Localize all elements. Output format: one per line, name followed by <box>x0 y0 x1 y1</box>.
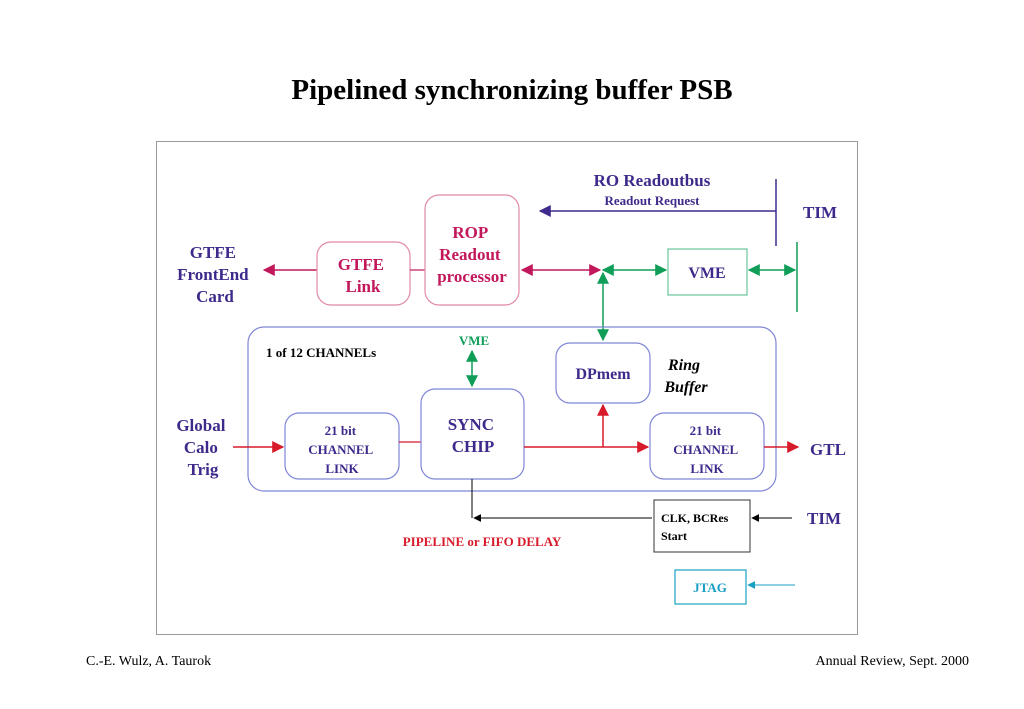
clk-line-1: CLK, BCRes <box>661 511 729 525</box>
gtfe-card-line-2: FrontEnd <box>177 265 249 284</box>
rop-box <box>424 194 520 306</box>
channels-label: 1 of 12 CHANNELs <box>266 345 376 360</box>
input-channel-link-box <box>284 412 400 480</box>
ro-readoutbus-label: RO Readoutbus <box>594 171 711 190</box>
clk-label: CLK, BCRes Start <box>661 511 731 543</box>
gtfe-card-line-3: Card <box>196 287 234 306</box>
readout-request-label: Readout Request <box>605 193 701 208</box>
pipeline-label: PIPELINE or FIFO DELAY <box>403 534 562 549</box>
sync-chip-box <box>420 388 525 480</box>
ring-buffer-line-2: Buffer <box>663 379 708 396</box>
tim-top-label: TIM <box>803 203 837 222</box>
rop-line-3: processor <box>437 267 507 286</box>
clk-line-2: Start <box>661 529 687 543</box>
global-calo-line-2: Calo <box>184 438 218 457</box>
gtfe-link-label: GTFE Link <box>338 255 389 296</box>
vme-small-label: VME <box>459 333 489 348</box>
diagram-frame <box>156 141 858 635</box>
gtfe-link-box <box>316 241 411 306</box>
output-link-line-2: CHANNEL <box>673 442 738 457</box>
output-channel-link-label: 21 bit CHANNEL LINK <box>673 423 741 476</box>
sync-chip-line-2: CHIP <box>452 437 495 456</box>
gtl-label: GTL <box>810 440 846 459</box>
rop-label: ROP Readout processor <box>437 223 507 286</box>
clk-box <box>653 499 751 553</box>
output-link-line-1: 21 bit <box>690 423 722 438</box>
input-link-line-3: LINK <box>325 461 359 476</box>
sync-chip-line-1: SYNC <box>448 415 494 434</box>
gtfe-link-line-2: Link <box>346 277 382 296</box>
output-link-line-3: LINK <box>690 461 724 476</box>
page-title: Pipelined synchronizing buffer PSB <box>291 74 733 106</box>
footer-event: Annual Review, Sept. 2000 <box>815 654 969 669</box>
vme-box-label: VME <box>688 265 725 282</box>
global-calo-line-1: Global <box>176 416 225 435</box>
input-channel-link-label: 21 bit CHANNEL LINK <box>308 423 376 476</box>
global-calo-label: Global Calo Trig <box>176 416 229 479</box>
global-calo-line-3: Trig <box>188 460 219 479</box>
tim-bottom-label: TIM <box>807 509 841 528</box>
dpmem-box <box>555 342 651 404</box>
sync-chip-label: SYNC CHIP <box>448 415 499 456</box>
dpmem-label: DPmem <box>575 366 631 383</box>
gtfe-link-line-1: GTFE <box>338 255 384 274</box>
rop-line-2: Readout <box>439 245 501 264</box>
rop-line-1: ROP <box>452 223 488 242</box>
gtfe-card-label: GTFE FrontEnd Card <box>177 243 253 306</box>
ring-buffer-label: Ring Buffer <box>663 357 708 396</box>
gtfe-card-line-1: GTFE <box>190 243 236 262</box>
vme-box <box>667 248 748 296</box>
input-link-line-2: CHANNEL <box>308 442 373 457</box>
jtag-label: JTAG <box>693 580 727 595</box>
output-channel-link-box <box>649 412 765 480</box>
ring-buffer-line-1: Ring <box>667 357 700 374</box>
footer-authors: C.-E. Wulz, A. Taurok <box>86 654 212 669</box>
input-link-line-1: 21 bit <box>325 423 357 438</box>
channel-group-box <box>247 326 777 492</box>
jtag-box <box>674 569 747 605</box>
